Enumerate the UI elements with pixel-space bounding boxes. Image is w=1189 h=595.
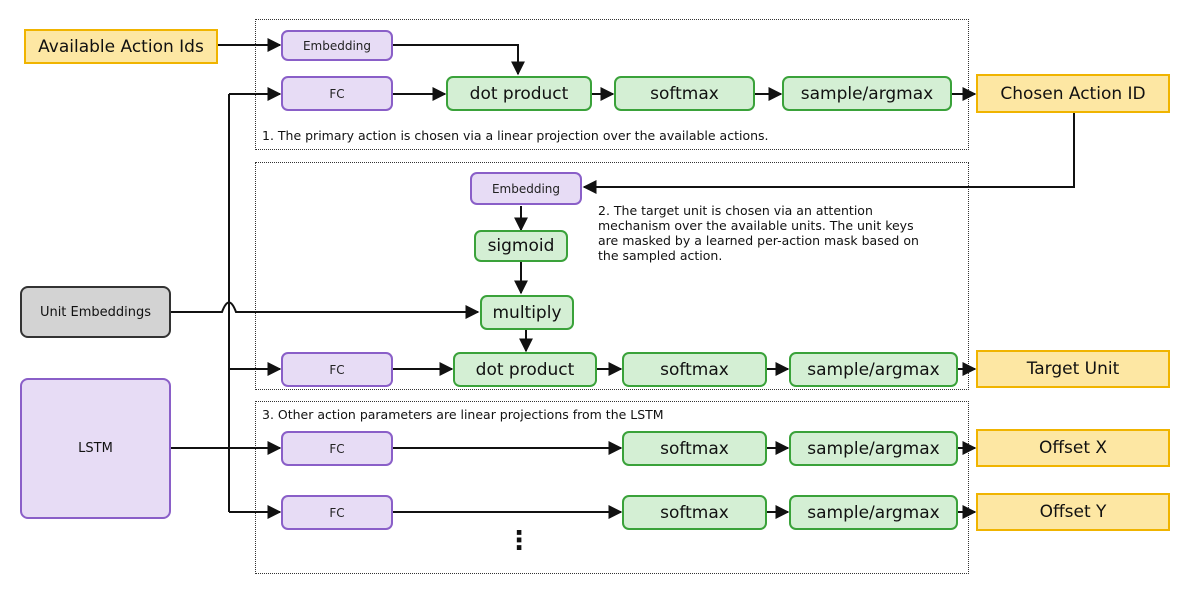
fc-box-1: FC bbox=[281, 76, 393, 111]
fc-box-4: FC bbox=[281, 495, 393, 530]
dot-product-box-1: dot product bbox=[446, 76, 592, 111]
fc-box-3: FC bbox=[281, 431, 393, 466]
section2-note-line-1: 2. The target unit is chosen via an atte… bbox=[598, 203, 873, 218]
available-action-ids-box: Available Action Ids bbox=[24, 29, 218, 64]
sample-box-1: sample/argmax bbox=[782, 76, 952, 111]
fc-box-2: FC bbox=[281, 352, 393, 387]
sample-box-3: sample/argmax bbox=[789, 431, 958, 466]
multiply-box: multiply bbox=[480, 295, 574, 330]
softmax-box-2: softmax bbox=[622, 352, 767, 387]
chosen-action-id-box: Chosen Action ID bbox=[976, 74, 1170, 113]
edge-chosenaction-embedding2 bbox=[582, 113, 1075, 194]
section2-note-line-3: are masked by a learned per-action mask … bbox=[598, 233, 919, 248]
softmax-box-4: softmax bbox=[622, 495, 767, 530]
embedding-box-2: Embedding bbox=[470, 172, 582, 205]
softmax-box-1: softmax bbox=[614, 76, 755, 111]
sigmoid-box: sigmoid bbox=[474, 230, 568, 262]
ellipsis-more-params: ⋮ bbox=[506, 526, 532, 556]
target-unit-box: Target Unit bbox=[976, 350, 1170, 388]
sample-box-4: sample/argmax bbox=[789, 495, 958, 530]
unit-embeddings-box: Unit Embeddings bbox=[20, 286, 171, 338]
section-other-params bbox=[255, 401, 969, 574]
dot-product-box-2: dot product bbox=[453, 352, 597, 387]
section2-note-line-4: the sampled action. bbox=[598, 248, 723, 263]
sample-box-2: sample/argmax bbox=[789, 352, 958, 387]
section2-note: 2. The target unit is chosen via an atte… bbox=[598, 203, 958, 263]
softmax-box-3: softmax bbox=[622, 431, 767, 466]
section-primary-action bbox=[255, 19, 969, 150]
edge-unitemb-multiply bbox=[170, 301, 480, 319]
section3-note: 3. Other action parameters are linear pr… bbox=[262, 407, 664, 422]
lstm-box: LSTM bbox=[20, 378, 171, 519]
section2-note-line-2: mechanism over the available units. The … bbox=[598, 218, 914, 233]
section1-note: 1. The primary action is chosen via a li… bbox=[262, 128, 769, 143]
edge-embedding-dotproduct bbox=[393, 44, 525, 76]
embedding-box-1: Embedding bbox=[281, 30, 393, 61]
section-target-unit bbox=[255, 162, 969, 390]
offset-y-box: Offset Y bbox=[976, 493, 1170, 531]
offset-x-box: Offset X bbox=[976, 429, 1170, 467]
